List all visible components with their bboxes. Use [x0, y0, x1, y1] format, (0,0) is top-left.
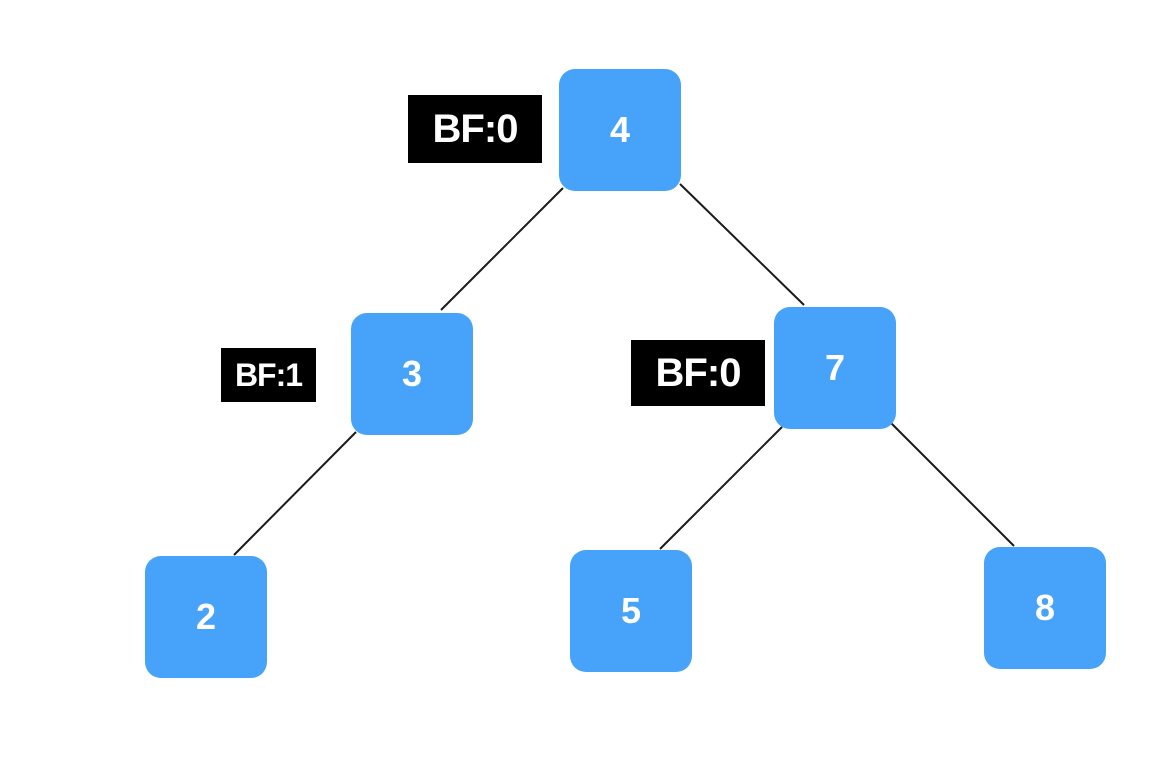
edge-7-5 [659, 426, 783, 550]
tree-node-7: 7 [774, 307, 896, 429]
edge-4-3 [440, 187, 564, 311]
node-value: 3 [401, 353, 423, 394]
balance-factor-text: BF:1 [234, 356, 303, 393]
balance-factor-label-7: BF:0 [631, 340, 765, 406]
tree-node-2: 2 [145, 556, 267, 678]
balance-factor-text: BF:0 [432, 106, 519, 151]
node-value: 8 [1034, 587, 1056, 628]
tree-node-3: 3 [351, 313, 473, 435]
tree-node-4: 4 [559, 69, 681, 191]
balance-factor-label-4: BF:0 [408, 95, 542, 163]
balance-factor-text: BF:0 [655, 350, 742, 395]
balance-factor-label-3: BF:1 [221, 348, 316, 402]
tree-node-8: 8 [984, 547, 1106, 669]
node-value: 4 [609, 109, 631, 150]
node-value: 2 [195, 596, 217, 637]
node-value: 5 [620, 590, 642, 631]
tree-node-5: 5 [570, 550, 692, 672]
edge-4-7 [679, 183, 805, 306]
node-value: 7 [824, 347, 846, 388]
edge-3-2 [233, 431, 357, 556]
edge-7-8 [890, 422, 1015, 547]
